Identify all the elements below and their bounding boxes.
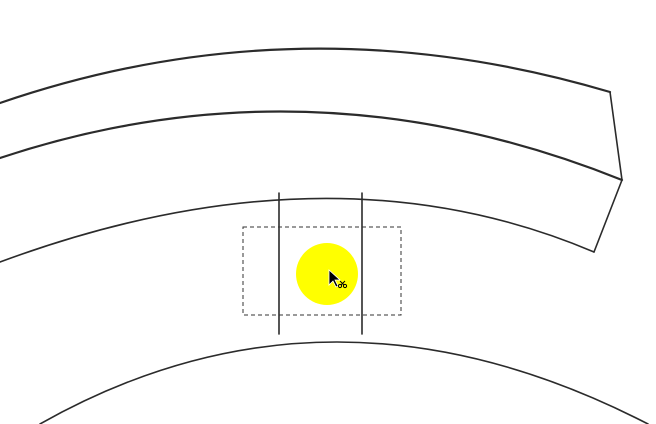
outer-band-bottom-arc[interactable] (0, 110, 624, 182)
selection-marquee[interactable] (242, 226, 402, 316)
outer-band-top-arc[interactable] (0, 47, 612, 105)
arrow-scissors-cursor-icon (328, 269, 348, 289)
bottom-arc[interactable] (39, 341, 649, 424)
inner-band-arc[interactable] (0, 197, 595, 263)
click-highlight (296, 243, 358, 305)
band-end-cap[interactable] (593, 91, 623, 253)
